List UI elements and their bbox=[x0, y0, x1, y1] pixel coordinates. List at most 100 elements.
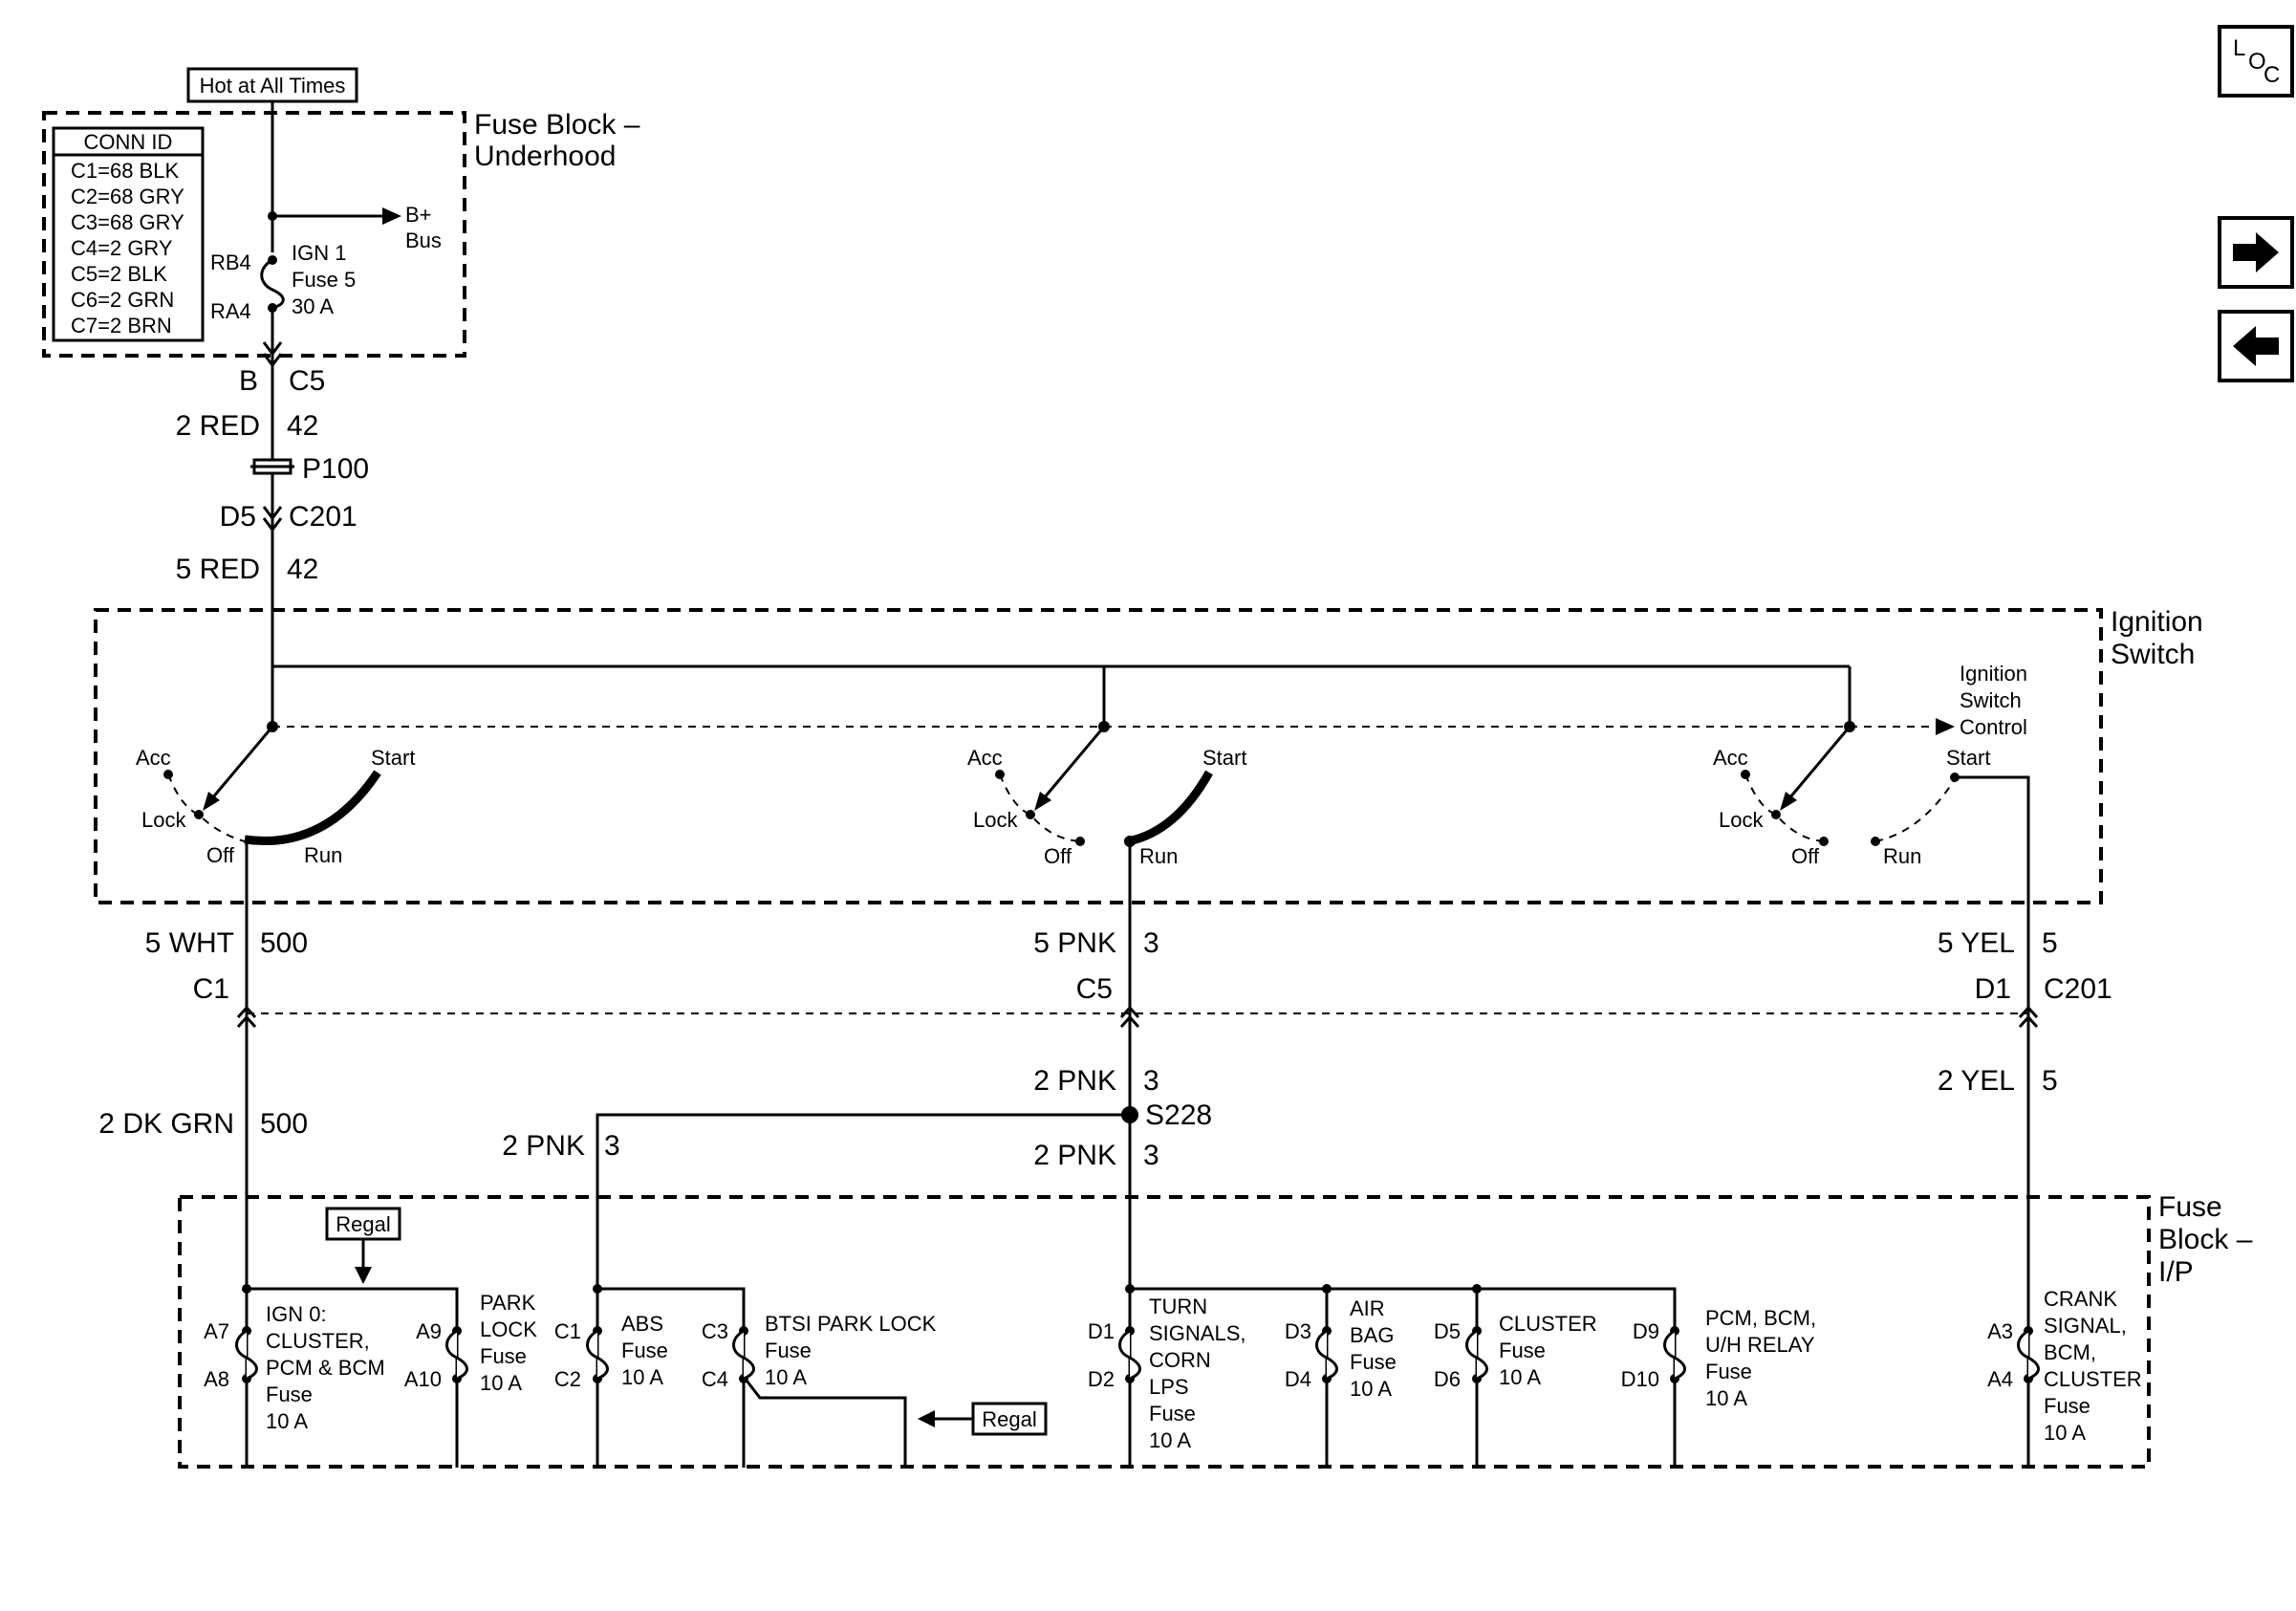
circuit-label: 5 bbox=[2042, 1065, 2058, 1097]
fuse-block-ip-outline bbox=[178, 1195, 2151, 1469]
fuse-label-line: 10 A bbox=[1705, 1386, 1747, 1410]
fuse-term-bottom: D10 bbox=[1621, 1367, 1659, 1391]
conn-id-table: CONN ID C1=68 BLK C2=68 GRY C3=68 GRY C4… bbox=[52, 126, 205, 342]
fuse-label-line: CLUSTER bbox=[1499, 1312, 1597, 1336]
fuse-label-line: Fuse bbox=[765, 1339, 812, 1362]
loc-icon-letter: L bbox=[2233, 35, 2245, 61]
ign1-fuse-label: 30 A bbox=[292, 294, 334, 318]
fuse-label-line: BCM, bbox=[2044, 1340, 2096, 1364]
fuse-label-line: Fuse bbox=[1149, 1402, 1196, 1426]
fuse-label-line: 10 A bbox=[1350, 1377, 1392, 1401]
fuse-term-top: D9 bbox=[1633, 1319, 1659, 1343]
fuse-block-underhood-outline bbox=[42, 111, 466, 358]
fuse-label-line: IGN 0: bbox=[266, 1302, 327, 1326]
fuse-label-line: LOCK bbox=[480, 1317, 537, 1341]
circuit-label: 3 bbox=[1143, 1140, 1159, 1171]
arrow-down-icon bbox=[355, 1267, 372, 1284]
fuse-term-top: D5 bbox=[1434, 1319, 1461, 1343]
wire-color-label: 2 PNK bbox=[1033, 1065, 1116, 1097]
conn-label-c1: C1 bbox=[193, 973, 229, 1005]
fuse-d5-d6 bbox=[1465, 1326, 1488, 1383]
ignition-switch-section-2: Acc Lock Off Run Start bbox=[967, 721, 1246, 1468]
ip-bus-middle bbox=[1130, 1287, 1677, 1468]
fuse-label-line: PARK bbox=[480, 1291, 536, 1315]
fuse-term-top: A3 bbox=[1987, 1319, 2013, 1343]
wire-color-label: 5 WHT bbox=[145, 927, 234, 959]
fuse-term-top: A9 bbox=[416, 1319, 442, 1343]
conn-id-row: C1=68 BLK bbox=[71, 159, 179, 183]
ign1-fuse-symbol bbox=[260, 255, 285, 313]
fuse-label-line: 10 A bbox=[480, 1371, 522, 1395]
fuse-term-top: C1 bbox=[554, 1319, 581, 1343]
fuse-c1-c2 bbox=[586, 1326, 609, 1383]
next-page-button[interactable] bbox=[2218, 216, 2294, 289]
hot-label: Hot at All Times bbox=[200, 74, 346, 98]
control-arrow-icon bbox=[1936, 718, 1955, 735]
fuse-label-line: TURN bbox=[1149, 1295, 1207, 1318]
pos-acc: Acc bbox=[1713, 746, 1748, 770]
conn-id-c201-lower: C201 bbox=[2044, 973, 2112, 1005]
ignition-switch-title-2: Switch bbox=[2111, 639, 2195, 670]
wire-color-label: 2 PNK bbox=[1033, 1140, 1116, 1171]
conn-label-c5: C5 bbox=[1076, 973, 1113, 1005]
regal-tag-right: Regal bbox=[918, 1402, 1048, 1436]
circuit-label: 42 bbox=[287, 410, 318, 442]
wire-color-label: 5 RED bbox=[176, 554, 260, 585]
prev-page-button[interactable] bbox=[2218, 310, 2294, 382]
fuse-term-top: C3 bbox=[702, 1319, 728, 1343]
fuse-a9-a10 bbox=[445, 1326, 468, 1383]
circuit-label: 500 bbox=[260, 1108, 308, 1140]
control-label: Switch bbox=[1960, 688, 2022, 712]
fuse-description: PARK LOCK Fuse 10 A bbox=[480, 1291, 537, 1395]
fuse-description: PCM, BCM, U/H RELAY Fuse 10 A bbox=[1705, 1306, 1816, 1410]
ignition-switch-outline bbox=[94, 608, 2103, 904]
arrow-left-icon bbox=[2233, 326, 2279, 366]
arrow-right-icon bbox=[2233, 232, 2279, 272]
fuse-description: CRANK SIGNAL, BCM, CLUSTER Fuse 10 A bbox=[2044, 1287, 2142, 1445]
wire-color-label: 2 PNK bbox=[502, 1130, 585, 1162]
wire-color-label: 2 YEL bbox=[1938, 1065, 2015, 1097]
fuse-a7-a8 bbox=[235, 1326, 258, 1383]
circuit-label: 500 bbox=[260, 927, 308, 959]
circuit-label: 3 bbox=[1143, 927, 1159, 959]
pos-run: Run bbox=[304, 843, 342, 867]
fuse-label-line: BAG bbox=[1350, 1323, 1394, 1347]
fuse-label-line: SIGNAL, bbox=[2044, 1314, 2127, 1338]
fuse-label-line: Fuse bbox=[1350, 1350, 1397, 1374]
bplus-label-1: B+ bbox=[405, 203, 432, 227]
fuse-description: BTSI PARK LOCK Fuse 10 A bbox=[765, 1312, 937, 1389]
ip-bus-left bbox=[247, 1287, 459, 1468]
circuit-label: 42 bbox=[287, 554, 318, 585]
conn-id-row: C3=68 GRY bbox=[71, 210, 184, 234]
pos-lock: Lock bbox=[1719, 808, 1764, 832]
loc-icon-letter: C bbox=[2264, 62, 2280, 88]
fuse-d1-d2 bbox=[1118, 1326, 1141, 1383]
fuse-label-line: ABS bbox=[621, 1312, 663, 1336]
fuse-description: ABS Fuse 10 A bbox=[621, 1312, 668, 1389]
fuse-term-rb4: RB4 bbox=[210, 250, 251, 274]
pos-off: Off bbox=[1044, 844, 1072, 868]
fuse-label-line: Fuse bbox=[2044, 1394, 2090, 1418]
fuse-term-bottom: C2 bbox=[554, 1367, 581, 1391]
fuse-label-line: Fuse bbox=[266, 1382, 313, 1406]
fuse-label-line: 10 A bbox=[266, 1409, 308, 1433]
conn-pin-d1: D1 bbox=[1975, 973, 2011, 1005]
fuse-term-top: A7 bbox=[204, 1319, 229, 1343]
fuse-label-line: Fuse bbox=[621, 1339, 668, 1362]
ip-bus-abs bbox=[597, 1287, 746, 1468]
wire-color-label: 5 YEL bbox=[1938, 927, 2015, 959]
conn-id-c201: C201 bbox=[289, 501, 357, 533]
loc-button[interactable]: L O C bbox=[2218, 25, 2294, 98]
bplus-label-2: Bus bbox=[405, 229, 442, 252]
conn-id-header: CONN ID bbox=[84, 130, 173, 154]
pos-acc: Acc bbox=[136, 746, 171, 770]
fuse-block-underhood-title-1: Fuse Block – bbox=[474, 109, 640, 141]
fuse-term-top: D1 bbox=[1088, 1319, 1115, 1343]
regal-label: Regal bbox=[982, 1407, 1036, 1431]
fuse-label-line: BTSI PARK LOCK bbox=[765, 1312, 937, 1336]
fuse-term-bottom: A8 bbox=[204, 1367, 229, 1391]
fuse-block-ip-title-3: I/P bbox=[2158, 1256, 2194, 1288]
loc-icon-letter: O bbox=[2248, 49, 2266, 75]
conn-id-row: C2=68 GRY bbox=[71, 185, 184, 208]
